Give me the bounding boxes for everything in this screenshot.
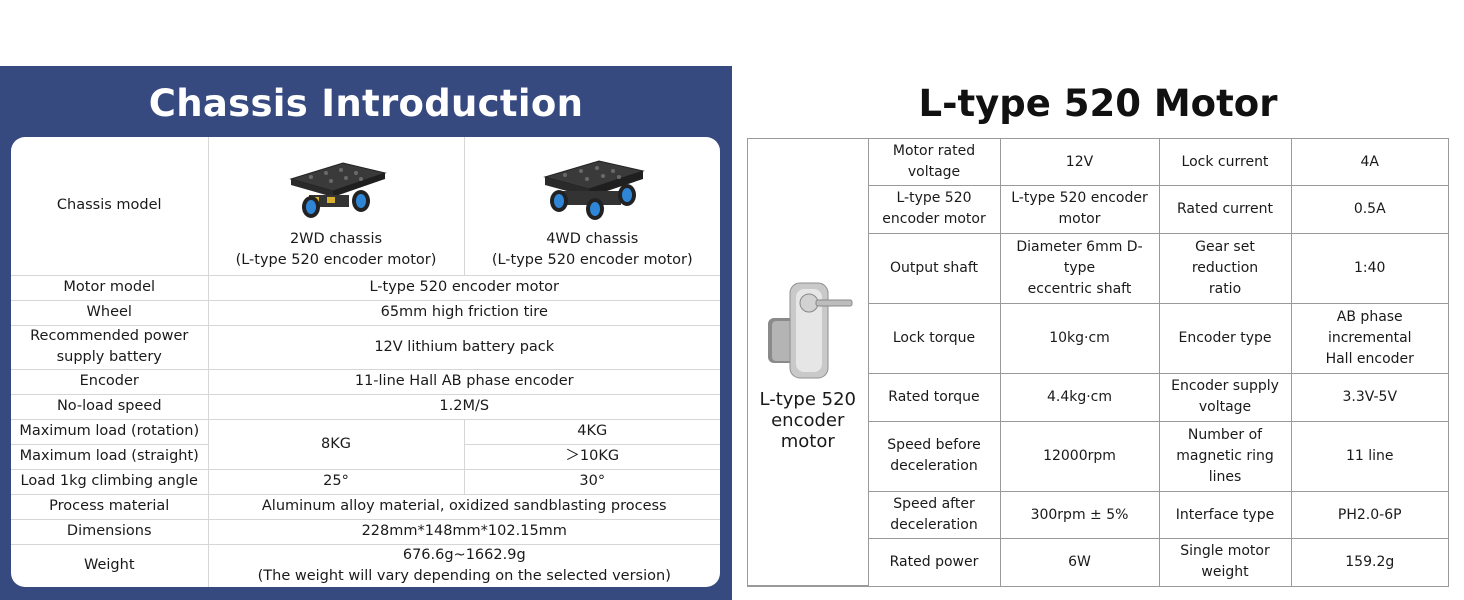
row-value-4wd: 4KG <box>463 418 720 445</box>
table-row: No-load speed 1.2M/S <box>11 393 720 420</box>
row-label: Load 1kg climbing angle <box>11 468 209 495</box>
row-value-2wd: 25° <box>207 468 465 495</box>
spec-value: 12000rpm <box>999 420 1160 492</box>
chassis-panel: Chassis Introduction Chassis model <box>0 66 732 600</box>
chassis-table: Chassis model 2WD chassis (L-type 520 en… <box>11 137 720 587</box>
row-label: Maximum load (straight) <box>11 443 209 470</box>
motor-label: L-type 520 <box>759 388 857 410</box>
motor-image <box>767 282 853 378</box>
spec-value: 6W <box>999 538 1160 586</box>
spec-label: Interface type <box>1158 490 1292 540</box>
table-row: Dimensions 228mm*148mm*102.15mm <box>11 518 720 545</box>
row-label: Weight <box>11 543 209 587</box>
row-value: 12V lithium battery pack <box>207 324 720 370</box>
motor-label: motor <box>780 430 835 452</box>
table-row: Maximum load (rotation) 8KG 4KG <box>11 418 720 470</box>
row-label: Wheel <box>11 299 209 326</box>
spec-label: Rated current <box>1158 185 1292 234</box>
row-value-2wd: 8KG <box>207 418 465 470</box>
row-value-4wd: ＞10KG <box>463 443 720 470</box>
motor-label: encoder <box>771 409 845 431</box>
chassis-2wd-name: 2WD chassis <box>289 231 383 247</box>
row-label: Maximum load (rotation) <box>11 418 209 445</box>
row-value: Aluminum alloy material, oxidized sandbl… <box>207 493 720 520</box>
table-row: Load 1kg climbing angle 25° 30° <box>11 468 720 495</box>
chassis-2wd-motor: (L-type 520 encoder motor) <box>235 252 437 268</box>
spec-value: 300rpm ± 5% <box>999 490 1160 540</box>
table-row: Weight 676.6g~1662.9g (The weight will v… <box>11 543 720 587</box>
table-row: Chassis model 2WD chassis (L-type 520 en… <box>11 137 720 276</box>
row-label: Encoder <box>11 368 209 395</box>
row-value: L-type 520 encoder motor <box>207 274 720 301</box>
row-value: 11-line Hall AB phase encoder <box>207 368 720 395</box>
spec-label: Encoder type <box>1158 302 1292 375</box>
chassis-2wd-image <box>289 162 387 218</box>
row-label: Chassis model <box>11 137 209 276</box>
spec-label: Lock current <box>1158 139 1292 187</box>
chassis-4wd-name: 4WD chassis <box>546 231 639 247</box>
spec-label: Output shaft <box>868 232 1001 304</box>
row-value-4wd: 30° <box>463 468 720 495</box>
chassis-title: Chassis Introduction <box>148 82 584 125</box>
row-value: 228mm*148mm*102.15mm <box>207 518 720 545</box>
chassis-2wd-cell: 2WD chassis (L-type 520 encoder motor) <box>207 137 465 276</box>
spec-value: 159.2g <box>1290 538 1448 586</box>
row-value: 676.6g~1662.9g (The weight will vary dep… <box>207 543 720 587</box>
row-value: 1.2M/S <box>207 393 720 420</box>
table-row: Wheel 65mm high friction tire <box>11 299 720 326</box>
spec-value: 0.5A <box>1290 185 1448 234</box>
row-label: Dimensions <box>11 518 209 545</box>
row-label: Motor model <box>11 274 209 301</box>
chassis-4wd-image <box>543 160 646 220</box>
table-row: Process material Aluminum alloy material… <box>11 493 720 520</box>
spec-value: 12V <box>999 139 1160 187</box>
row-value: 65mm high friction tire <box>207 299 720 326</box>
spec-value: 10kg·cm <box>999 302 1160 375</box>
spec-value: 11 line <box>1290 420 1448 492</box>
table-row: Recommended power supply battery 12V lit… <box>11 324 720 370</box>
spec-value: 4A <box>1290 139 1448 187</box>
spec-value: 4.4kg·cm <box>999 373 1160 422</box>
chassis-card: Chassis model 2WD chassis (L-type 520 en… <box>11 137 720 587</box>
table-row: Motor model L-type 520 encoder motor <box>11 274 720 301</box>
row-label: No-load speed <box>11 393 209 420</box>
spec-value: 3.3V-5V <box>1290 373 1448 422</box>
spec-label: Lock torque <box>868 302 1001 375</box>
row-label: Recommended power supply battery <box>11 324 209 370</box>
spec-label: Motor rated voltage <box>867 139 1001 187</box>
spec-label: Rated torque <box>868 373 1001 422</box>
spec-value: PH2.0-6P <box>1290 490 1448 540</box>
spec-label: Rated power <box>868 538 1001 586</box>
motor-title: L-type 520 Motor <box>918 82 1278 125</box>
table-row: Encoder 11-line Hall AB phase encoder <box>11 368 720 395</box>
chassis-4wd-motor: (L-type 520 encoder motor) <box>491 252 693 268</box>
row-label: Process material <box>11 493 209 520</box>
chassis-4wd-cell: 4WD chassis (L-type 520 encoder motor) <box>463 137 720 276</box>
spec-value: 1:40 <box>1290 232 1448 304</box>
